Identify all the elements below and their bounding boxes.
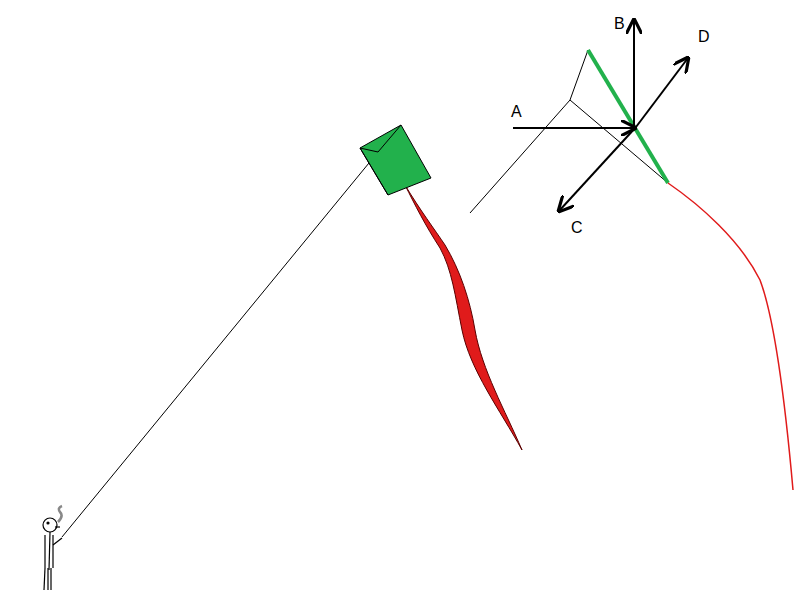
kite-body: [360, 125, 431, 195]
kite-tail: [405, 185, 522, 450]
force-label: C: [571, 220, 583, 236]
force-label: D: [698, 29, 710, 45]
force-label: B: [614, 16, 625, 32]
person: [43, 506, 62, 590]
kite-side-view: [470, 50, 793, 490]
force-arrows: [513, 20, 688, 211]
force-label: A: [511, 104, 522, 120]
kite-string: [62, 152, 378, 537]
